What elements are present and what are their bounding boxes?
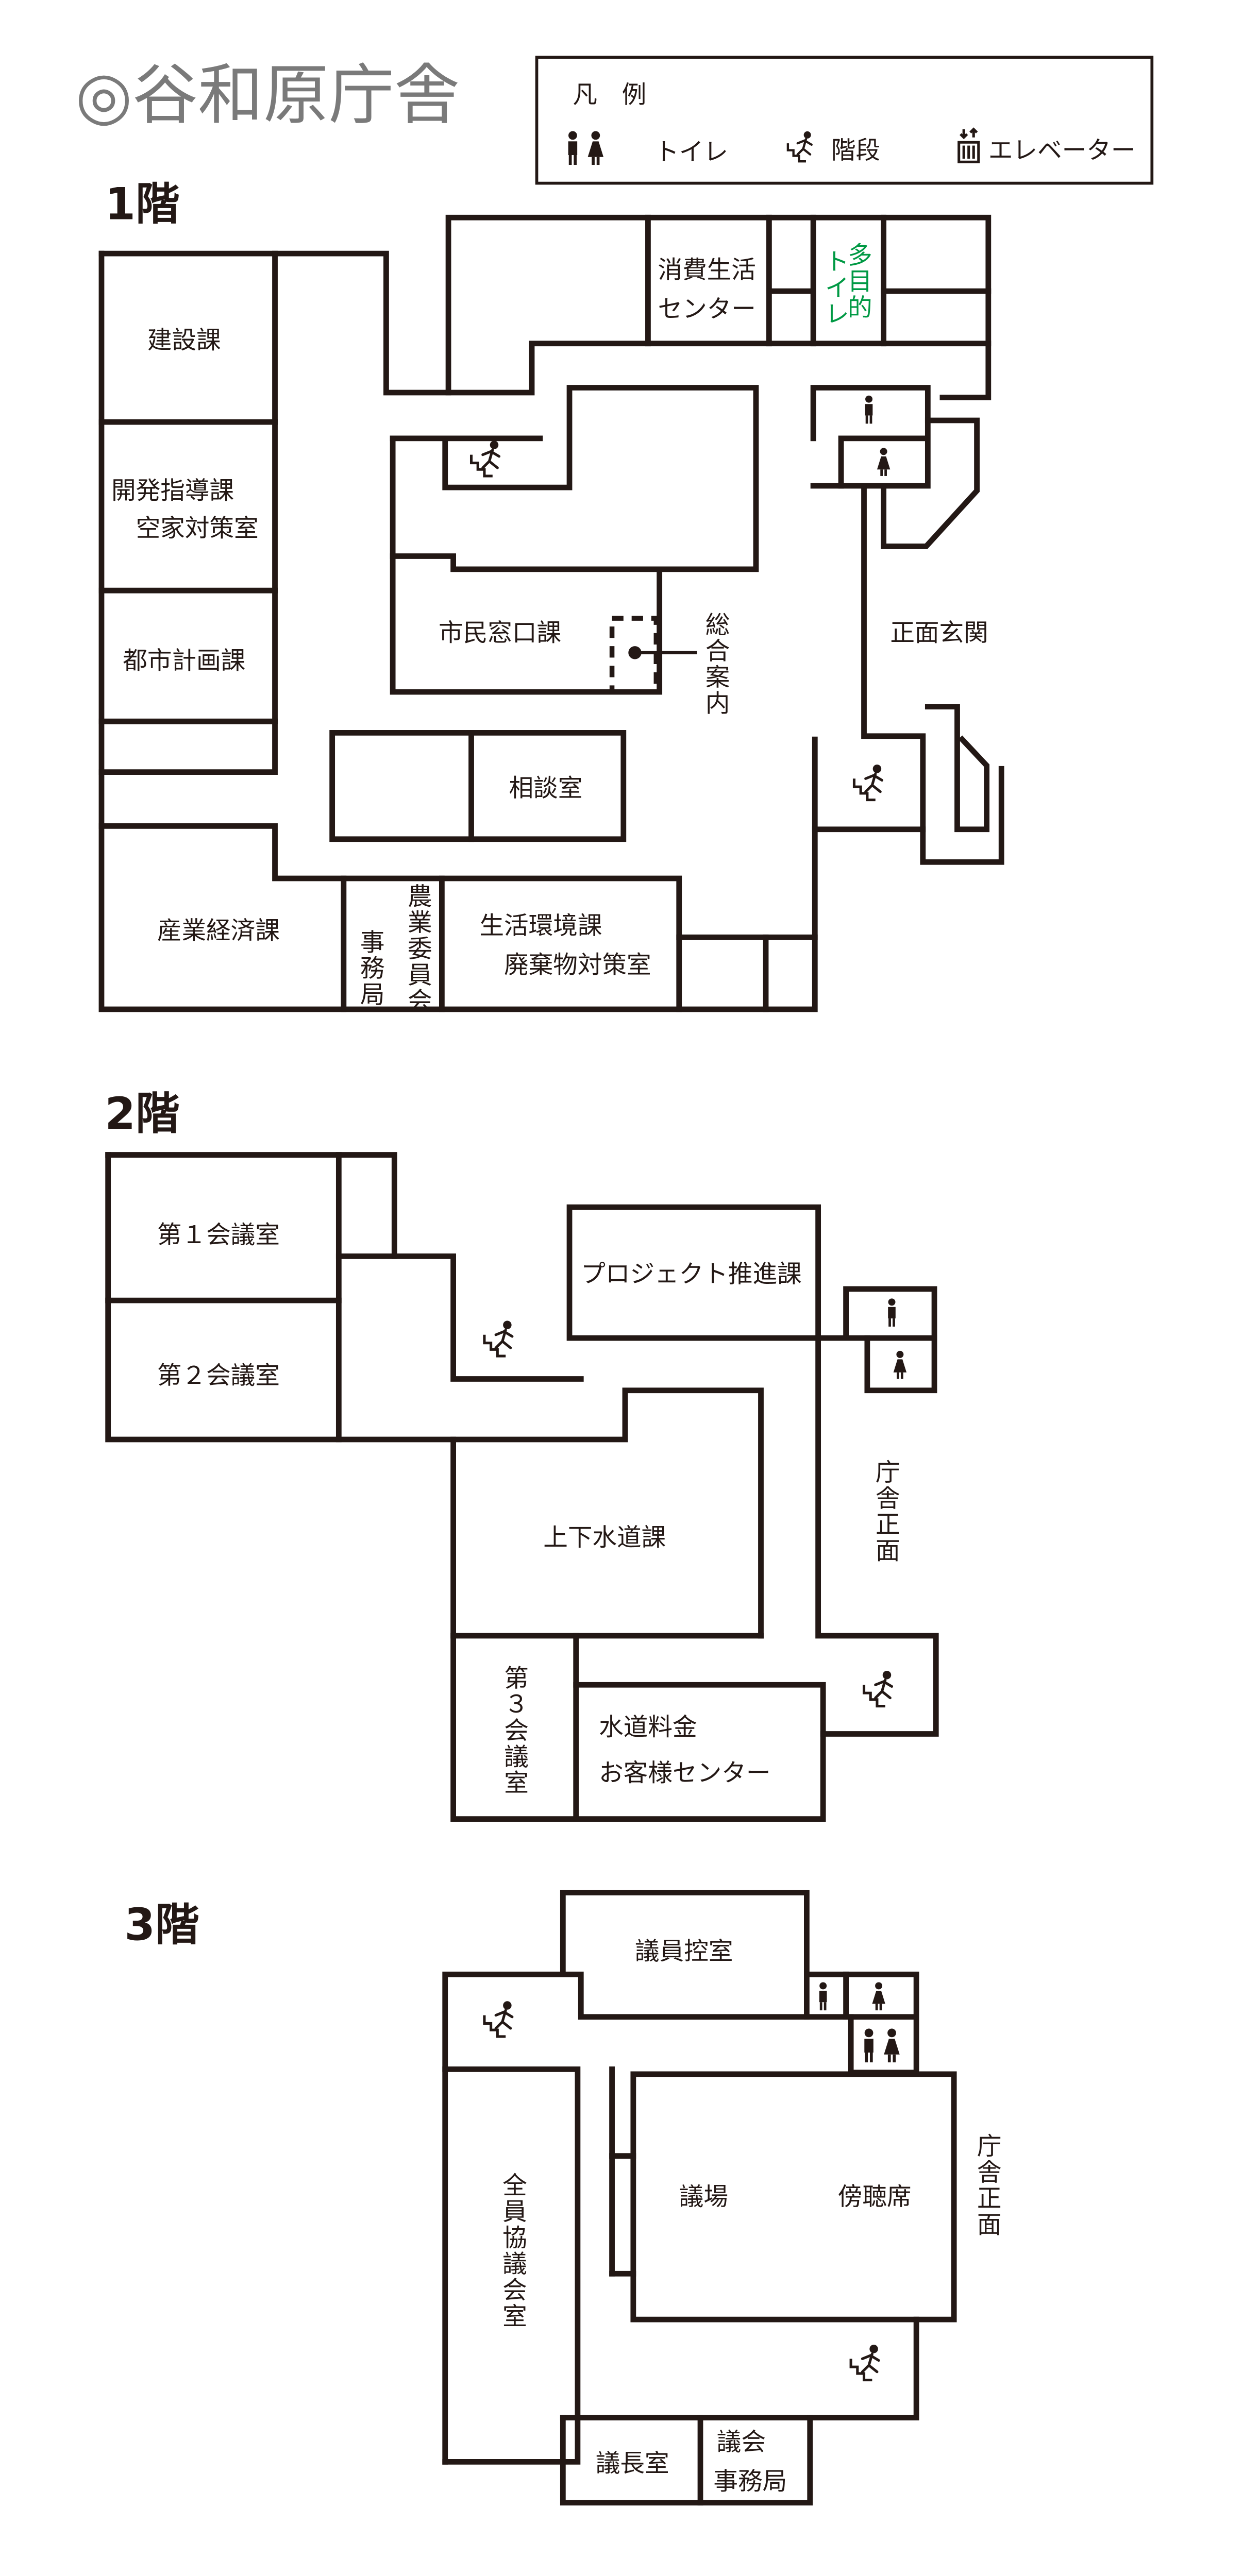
legend-box — [535, 56, 1154, 185]
female-toilet-icon — [877, 448, 891, 476]
room-toshi-keikaku: 都市計画課 — [123, 647, 245, 675]
room-akiya-taisaku: 空家対策室 — [136, 514, 259, 543]
wall — [560, 2415, 813, 2506]
room-bochoseki: 傍聴席 — [838, 2183, 912, 2211]
room-jimukyoku-3f: 事務局 — [713, 2467, 787, 2496]
room-giin-hikae: 議員控室 — [635, 1938, 733, 1966]
male-toilet-icon — [819, 1982, 827, 2011]
room-jimukyoku: 事務局 — [356, 929, 384, 1007]
room-center: センター — [658, 295, 755, 324]
walls — [98, 214, 1004, 2506]
room-sangyo-keizai: 産業経済課 — [157, 917, 280, 945]
room-gijo: 議場 — [679, 2183, 728, 2211]
floor-1-label: 1階 — [105, 178, 179, 230]
info-desk-label: 総合案内 — [701, 612, 729, 716]
elevator-icon — [957, 127, 980, 163]
room-shimin-madoguchi: 市民窓口課 — [439, 619, 561, 648]
wall — [105, 1152, 764, 1639]
legend-label-stairs: 階段 — [831, 137, 880, 165]
room-seikatsu-kankyo: 生活環境課 — [479, 912, 602, 940]
floor-3-label: 3階 — [124, 1900, 199, 1951]
wall — [630, 2071, 957, 2323]
wall — [815, 1335, 939, 1737]
room-sodan: 相談室 — [509, 774, 583, 803]
room-nogyo-iinkai: 農業委員会 — [403, 884, 431, 1014]
stairs-icon — [862, 1670, 894, 1708]
room-conference-2: 第２会議室 — [157, 1362, 280, 1390]
legend-label-toilet: トイレ — [654, 138, 728, 166]
floor-2-label: 2階 — [105, 1088, 179, 1140]
male-toilet-icon — [865, 395, 873, 424]
stairs-icon — [852, 764, 883, 802]
stairs-icon — [469, 440, 501, 478]
room-project-suishin: プロジェクト推進課 — [581, 1260, 801, 1289]
room-haikibutsu-taisaku: 廃棄物対策室 — [504, 951, 651, 979]
wall — [329, 730, 627, 842]
room-customer-center: お客様センター — [599, 1759, 770, 1788]
main-entrance-label: 正面玄関 — [890, 619, 988, 648]
female-toilet-icon — [893, 1350, 907, 1379]
room-conference-3: 第３会議室 — [500, 1665, 528, 1796]
stairs-icon — [483, 2001, 514, 2038]
room-shohi-seikatsu: 消費生活 — [658, 256, 755, 284]
room-jogesuido: 上下水道課 — [543, 1523, 666, 1552]
floor-1: 建設課 開発指導課 空家対策室 都市計画課 消費生活 センター 多目的 トイレ … — [111, 242, 988, 1014]
room-gikai: 議会 — [717, 2428, 766, 2456]
wall — [98, 250, 278, 775]
building-front-label-3f: 庁舎正面 — [972, 2133, 1001, 2238]
wall — [445, 214, 992, 400]
female-toilet-icon — [872, 1982, 885, 2011]
building-title: ◎谷和原庁舎 — [75, 57, 460, 133]
building-front-label-2f: 庁舎正面 — [871, 1459, 899, 1564]
wall — [810, 385, 931, 489]
legend-label-elevator: エレベーター — [988, 137, 1136, 165]
room-suido-ryokin: 水道料金 — [599, 1714, 697, 1742]
wall — [861, 483, 1004, 865]
toilet-icon — [568, 131, 604, 165]
accessible-toilet-label-2: トイレ — [820, 249, 849, 327]
room-conference-1: 第１会議室 — [157, 1221, 280, 1249]
room-gicho: 議長室 — [596, 2449, 669, 2478]
wall — [442, 1890, 810, 2465]
stairs-icon — [483, 1320, 514, 1358]
room-zenin-kyogikai: 全員協議会室 — [498, 2172, 526, 2329]
floor-3: 議員控室 議場 傍聴席 庁舎正面 全員協議会室 議長室 議会 事務局 — [483, 1938, 1001, 2496]
toilet-icon — [864, 2028, 900, 2063]
wall — [105, 1152, 584, 1382]
wall — [925, 704, 990, 833]
wall — [98, 823, 818, 940]
wall — [881, 417, 980, 549]
stairs-icon — [849, 2345, 880, 2382]
legend: 凡 例 トイレ 階段 エレベーター — [535, 56, 1154, 185]
room-kaihatsu-shido: 開発指導課 — [111, 477, 234, 505]
floor-2: 第１会議室 第２会議室 プロジェクト推進課 上下水道課 庁舎正面 第３会議室 水… — [157, 1221, 907, 1796]
wall — [442, 2066, 581, 2465]
wall — [98, 250, 818, 1012]
wall — [560, 2316, 919, 2421]
wall — [98, 250, 992, 396]
stairs-icon — [786, 131, 813, 163]
room-kensetsu: 建設課 — [147, 326, 221, 354]
info-desk-marker — [609, 616, 697, 694]
wall — [450, 1436, 826, 1822]
legend-heading: 凡 例 — [573, 81, 646, 109]
male-toilet-icon — [888, 1298, 896, 1327]
wall — [390, 385, 759, 572]
accessible-toilet-label-1: 多目的 — [843, 242, 871, 320]
wall — [390, 435, 663, 695]
